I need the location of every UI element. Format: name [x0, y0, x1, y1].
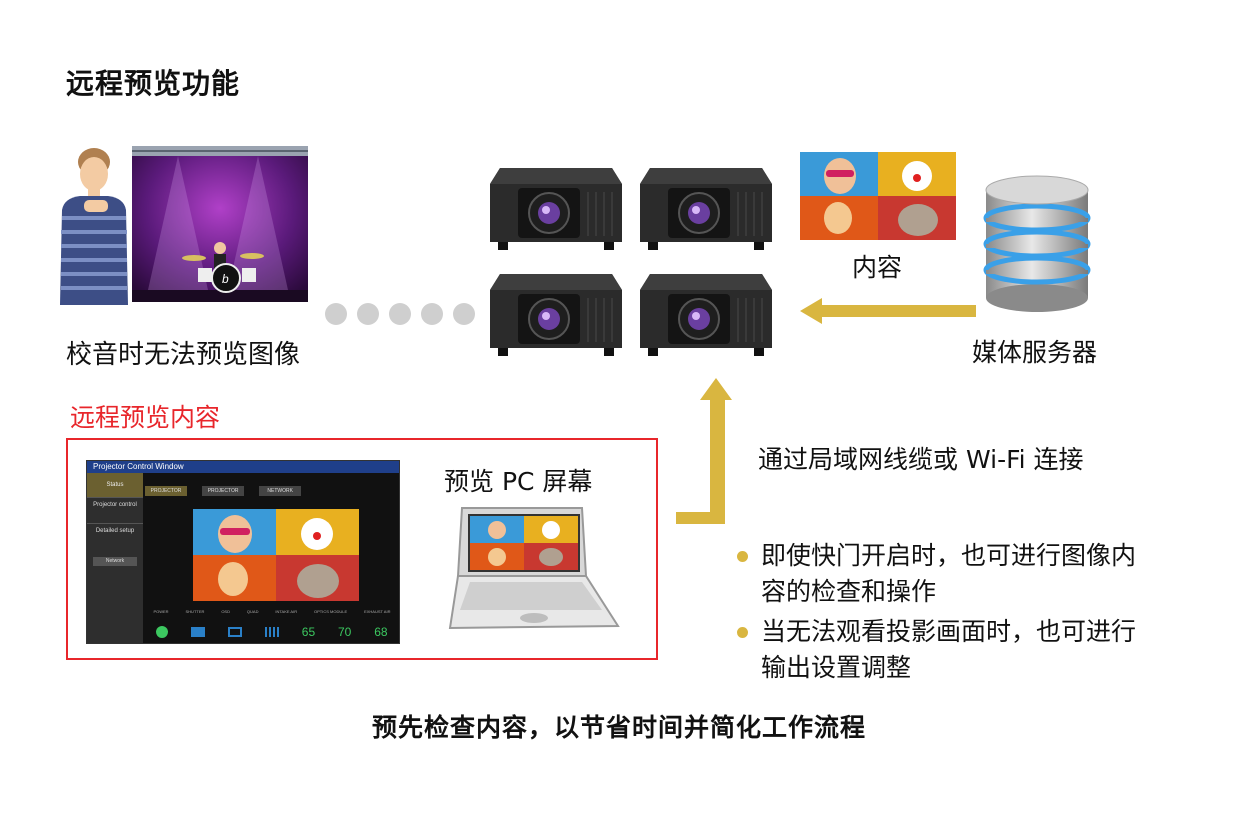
- preview-image: [193, 509, 359, 601]
- feature-text: 即使快门开启时，也可进行图像内容的检查和操作: [761, 541, 1137, 606]
- bottom-summary: 预先检查内容，以节省时间并简化工作流程: [371, 713, 866, 742]
- remote-preview-label: 远程预览内容: [70, 403, 221, 432]
- status-shutter-label: SHUTTER: [185, 609, 205, 614]
- feature-list: 即使快门开启时，也可进行图像内容的检查和操作 当无法观看投影画面时，也可进行输出…: [733, 538, 1153, 690]
- svg-text:b: b: [222, 272, 229, 286]
- stage-caption: 校音时无法预览图像: [66, 340, 301, 370]
- projector-array: [489, 167, 773, 357]
- stage-illustration: b: [60, 146, 308, 305]
- status-optics-label: OPTICS MODULE: [314, 609, 348, 614]
- tab-3[interactable]: NETWORK: [259, 486, 302, 496]
- tab-1[interactable]: PROJECTOR: [145, 486, 187, 496]
- menu-network[interactable]: Network: [93, 557, 137, 566]
- media-server-label: 媒体服务器: [972, 338, 1098, 367]
- pc-preview-label: 预览 PC 屏幕: [444, 467, 593, 496]
- menu-detailed-setup[interactable]: Detailed setup: [87, 523, 143, 549]
- status-power-label: POWER: [153, 609, 169, 614]
- content-thumbnail: [800, 152, 956, 240]
- remote-preview-box: [66, 438, 658, 660]
- laptop-icon: [448, 507, 620, 630]
- temp-intake: 65: [301, 625, 316, 639]
- menu-status[interactable]: Status: [87, 473, 143, 497]
- content-label: 内容: [852, 253, 903, 282]
- projector-control-window: Projector Control Window Status Projecto…: [86, 460, 400, 644]
- menu-projector-control[interactable]: Projector control: [87, 497, 143, 523]
- feature-text: 当无法观看投影画面时，也可进行输出设置调整: [761, 617, 1137, 682]
- content-arrow: [800, 298, 976, 324]
- temp-optics: 70: [338, 625, 352, 639]
- connection-text: 通过局域网线缆或 Wi-Fi 连接: [758, 445, 1084, 474]
- window-title: Projector Control Window: [87, 461, 399, 473]
- status-intake-label: INTAKE AIR: [275, 609, 298, 614]
- osd-icon: [228, 627, 243, 637]
- temp-exhaust: 68: [374, 625, 388, 639]
- bullet-dot-icon: [737, 627, 748, 638]
- preview-arrow: [676, 378, 732, 524]
- tab-2[interactable]: PROJECTOR: [202, 486, 245, 496]
- feature-item: 即使快门开启时，也可进行图像内容的检查和操作: [733, 538, 1153, 610]
- power-icon: [156, 626, 169, 638]
- media-server-icon: [983, 175, 1091, 312]
- feature-item: 当无法观看投影画面时，也可进行输出设置调整: [733, 614, 1153, 686]
- quad-icon: [264, 627, 279, 637]
- status-quad-label: QUAD: [246, 609, 259, 614]
- bullet-dot-icon: [737, 551, 748, 562]
- connection-dots: [325, 303, 475, 325]
- page-title: 远程预览功能: [66, 67, 241, 100]
- shutter-icon: [191, 627, 206, 637]
- status-exhaust-label: EXHAUST AIR: [364, 609, 391, 614]
- status-osd-label: OSD: [221, 609, 230, 614]
